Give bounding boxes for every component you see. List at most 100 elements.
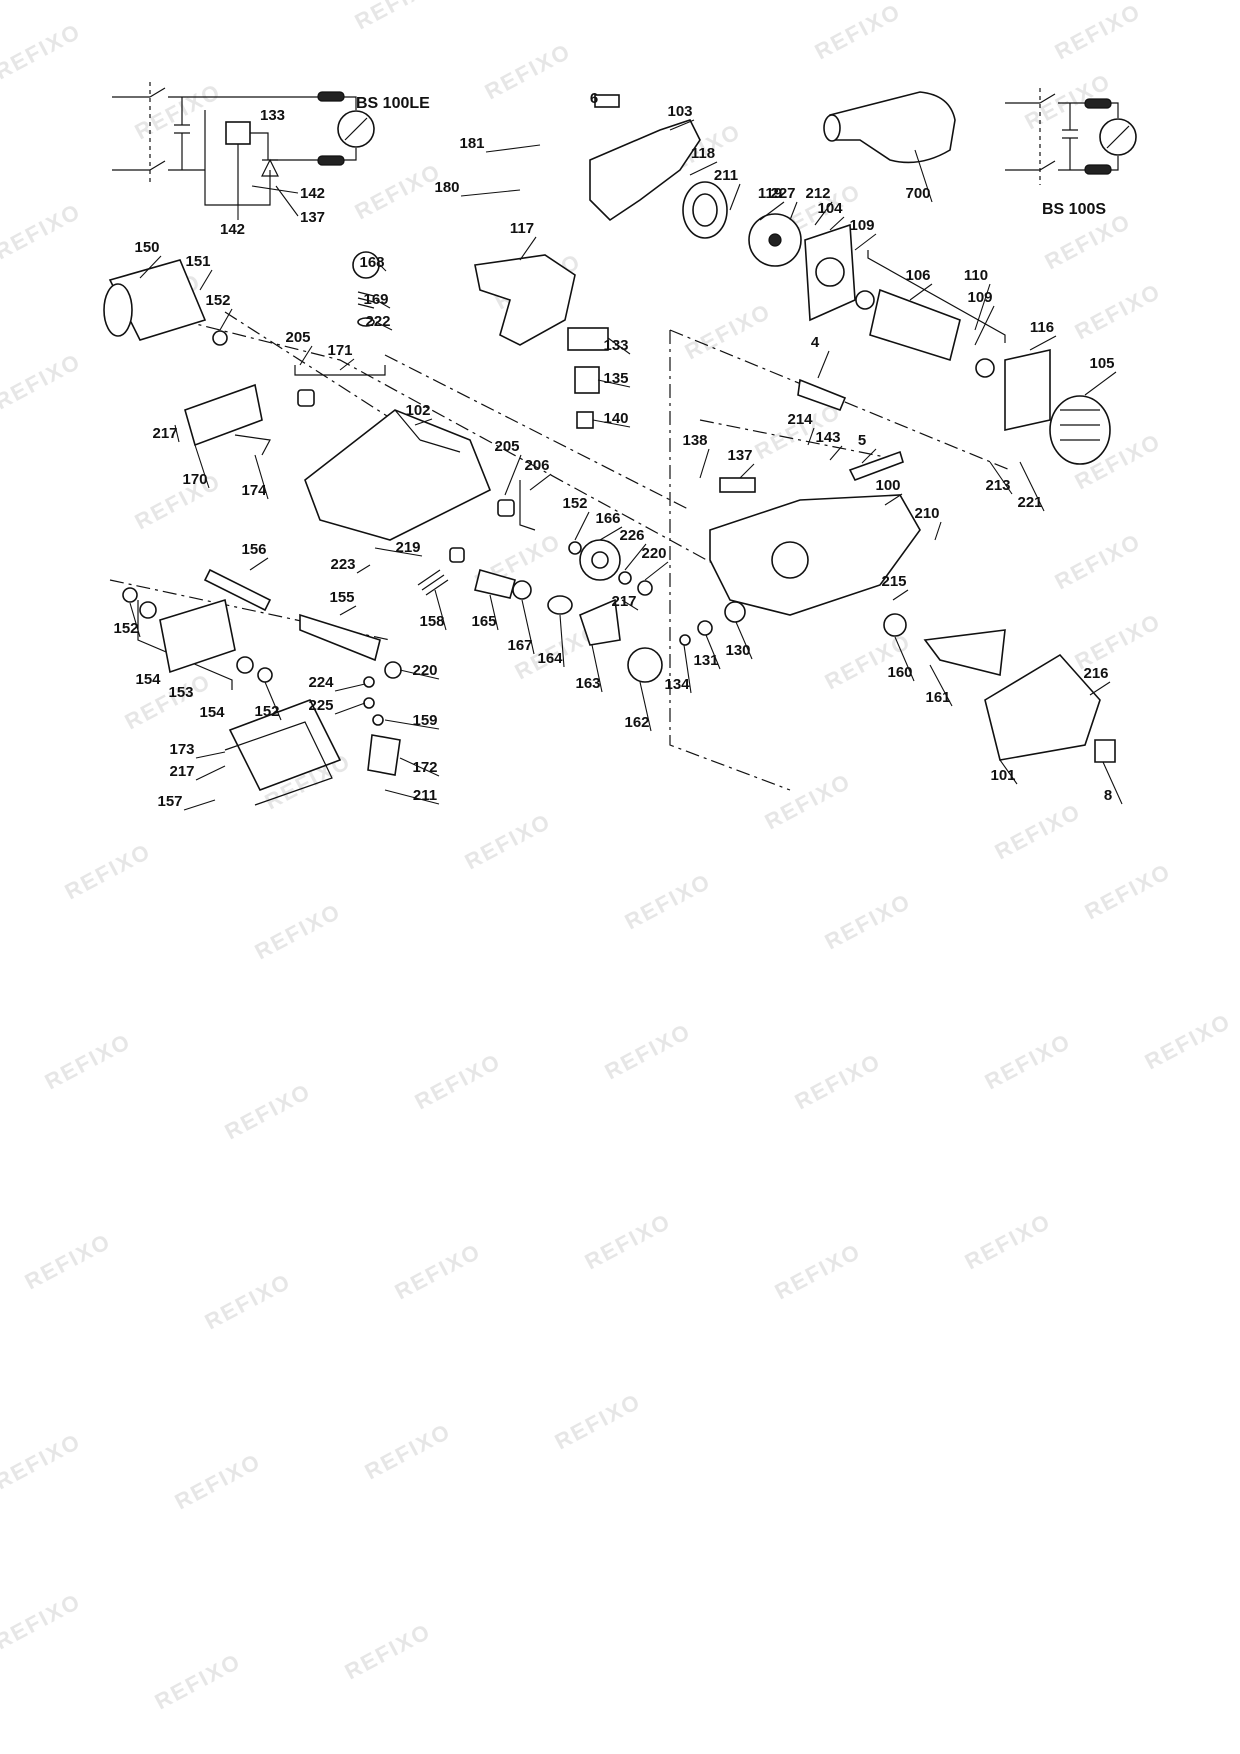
part-callout-number: 157 bbox=[157, 793, 182, 810]
part-callout-number: 143 bbox=[815, 429, 840, 446]
cover-103 bbox=[589, 119, 701, 222]
callout-leader bbox=[974, 283, 991, 331]
part-callout-number: 226 bbox=[619, 527, 644, 544]
callout-leader bbox=[829, 445, 843, 461]
callout-leader bbox=[621, 599, 639, 611]
callout-leader bbox=[299, 345, 313, 366]
part-callout-number: 100 bbox=[875, 477, 900, 494]
callout-leader bbox=[195, 751, 226, 759]
watermark-text: REFIXO bbox=[251, 898, 346, 964]
callout-leader bbox=[521, 599, 535, 655]
bearing-206 bbox=[449, 547, 465, 563]
part-callout-number: 154 bbox=[135, 671, 161, 688]
switch-135 bbox=[574, 366, 600, 394]
watermark-text: REFIXO bbox=[0, 1588, 85, 1654]
part-callout-number: 180 bbox=[434, 179, 459, 196]
knob-168 bbox=[352, 251, 380, 279]
watermark-text: REFIXO bbox=[151, 1648, 246, 1714]
watermark-text: REFIXO bbox=[761, 768, 856, 834]
part-callout-number: 165 bbox=[471, 613, 496, 630]
watermark-text: REFIXO bbox=[41, 1028, 136, 1094]
callout-leader bbox=[574, 511, 590, 541]
part-callout-number: 154 bbox=[199, 704, 225, 721]
schematic-title-bs100le: BS 100LE bbox=[356, 95, 430, 112]
watermark-text: REFIXO bbox=[411, 1048, 506, 1114]
callout-leader bbox=[894, 636, 915, 682]
schematic-title-bs100s: BS 100S bbox=[1042, 201, 1106, 218]
part-callout-number: 5 bbox=[858, 432, 866, 449]
part-callout-number: 162 bbox=[624, 714, 649, 731]
callout-leader bbox=[489, 594, 499, 631]
part-callout-number: 155 bbox=[329, 589, 354, 606]
watermark-text: REFIXO bbox=[171, 1448, 266, 1514]
bracket-157 bbox=[367, 734, 401, 776]
part-callout-number: 223 bbox=[330, 556, 355, 573]
watermark-text: REFIXO bbox=[821, 888, 916, 954]
watermark-text: REFIXO bbox=[0, 198, 85, 264]
watermark-text: REFIXO bbox=[221, 1078, 316, 1144]
callout-leader bbox=[597, 379, 631, 388]
callout-leader bbox=[504, 454, 522, 496]
callout-leader bbox=[689, 161, 718, 176]
part-callout-number: 169 bbox=[363, 291, 388, 308]
watermark-text: REFIXO bbox=[771, 1238, 866, 1304]
schematic-label: 142 bbox=[220, 221, 245, 238]
part-callout-number: 110 bbox=[964, 267, 988, 284]
part-callout-number: 213 bbox=[985, 477, 1010, 494]
part-callout-number: 116 bbox=[1030, 319, 1054, 336]
part-callout-number: 161 bbox=[925, 689, 950, 706]
part-callout-number: 150 bbox=[134, 239, 159, 256]
callout-leader bbox=[414, 418, 433, 426]
spring-158 bbox=[417, 569, 449, 596]
part-callout-number: 156 bbox=[241, 541, 266, 558]
callout-leader bbox=[399, 669, 440, 680]
schematic-label: 137 bbox=[300, 209, 325, 226]
part-callout-number: 101 bbox=[990, 767, 1015, 784]
callout-leader bbox=[334, 683, 366, 692]
callout-leader bbox=[199, 269, 213, 291]
part-callout-number: 216 bbox=[1083, 665, 1108, 682]
part-callout-number: 4 bbox=[811, 334, 820, 351]
callout-leader bbox=[989, 461, 1013, 495]
callout-leader bbox=[639, 681, 652, 732]
platen-172 bbox=[228, 698, 342, 792]
part-220 bbox=[637, 580, 653, 596]
part-callout-number: 106 bbox=[905, 267, 930, 284]
part-callout-number: 103 bbox=[667, 103, 692, 120]
callout-leader bbox=[1102, 761, 1123, 805]
watermark-text: REFIXO bbox=[1051, 0, 1146, 64]
part-callout-number: 219 bbox=[395, 539, 420, 556]
part-callout-number: 131 bbox=[693, 652, 718, 669]
part-callout-number: 105 bbox=[1089, 355, 1114, 372]
watermark-text: REFIXO bbox=[201, 1268, 296, 1334]
part-callout-number: 211 bbox=[714, 167, 738, 184]
part-callout-number: 109 bbox=[967, 289, 992, 306]
callout-leader bbox=[974, 305, 995, 346]
part-callout-number: 102 bbox=[405, 402, 430, 419]
end-plate-116 bbox=[1004, 349, 1051, 431]
belt-cover-101 bbox=[984, 653, 1101, 761]
washer-152d bbox=[257, 667, 273, 683]
part-callout-number: 133 bbox=[603, 337, 628, 354]
spring-169 bbox=[357, 291, 375, 309]
part-callout-number: 214 bbox=[787, 411, 813, 428]
callout-leader bbox=[375, 321, 393, 331]
field-105 bbox=[1049, 395, 1111, 465]
module-133-box bbox=[225, 121, 251, 145]
part-callout-number: 104 bbox=[817, 200, 843, 217]
callout-leader bbox=[669, 119, 695, 131]
watermark-text: REFIXO bbox=[981, 1028, 1076, 1094]
part-callout-number: 222 bbox=[365, 313, 390, 330]
pulley-160 bbox=[883, 613, 907, 637]
watermark-text: REFIXO bbox=[1081, 858, 1176, 924]
part-callout-number: 130 bbox=[725, 642, 750, 659]
clamp-137 bbox=[719, 477, 756, 493]
label-8 bbox=[1094, 739, 1116, 763]
watermark-text: REFIXO bbox=[21, 1228, 116, 1294]
module-133 bbox=[567, 327, 609, 351]
part-131 bbox=[697, 620, 713, 636]
armature-106 bbox=[869, 288, 961, 362]
watermark-text: REFIXO bbox=[131, 78, 226, 144]
watermark-text: REFIXO bbox=[821, 628, 916, 694]
part-4 bbox=[797, 378, 847, 412]
